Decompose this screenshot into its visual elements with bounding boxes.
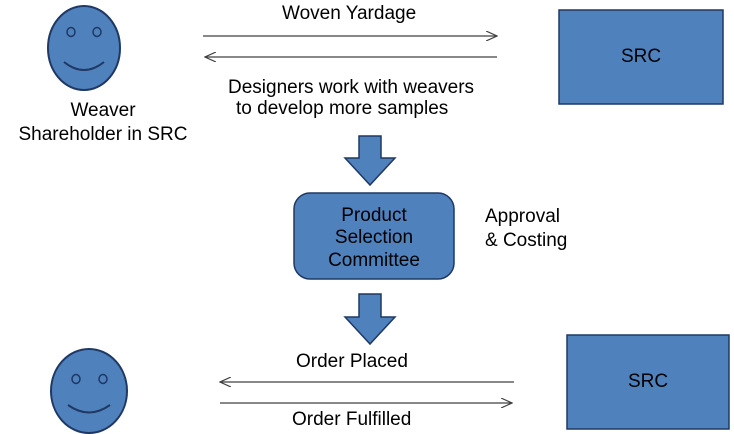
committee-label-line1: Product bbox=[341, 205, 407, 226]
designers-note-line1: Designers work with weavers bbox=[228, 77, 475, 98]
woven-yardage-label: Woven Yardage bbox=[282, 3, 417, 24]
weaver-label-line1: Weaver bbox=[70, 100, 136, 121]
top-src-box bbox=[558, 9, 724, 105]
top-weaver-smiley-icon bbox=[47, 5, 121, 91]
approval-label-line1: Approval bbox=[485, 206, 560, 227]
approval-label-line2: & Costing bbox=[485, 230, 568, 251]
committee-label-line3: Committee bbox=[328, 250, 420, 271]
order-fulfilled-label: Order Fulfilled bbox=[292, 409, 412, 430]
order-placed-label: Order Placed bbox=[296, 351, 408, 372]
top-src-label: SRC bbox=[620, 46, 662, 67]
down-arrow-to-orders bbox=[343, 293, 397, 346]
committee-label-line2: Selection bbox=[334, 227, 414, 248]
bottom-src-label: SRC bbox=[627, 371, 669, 392]
bottom-src-box bbox=[566, 334, 730, 430]
designers-note-line2: to develop more samples bbox=[236, 98, 449, 119]
bottom-weaver-smiley-icon bbox=[50, 348, 128, 434]
down-arrow-to-committee bbox=[343, 135, 397, 187]
committee-box bbox=[293, 192, 455, 280]
weaver-label-line2: Shareholder in SRC bbox=[18, 124, 188, 145]
